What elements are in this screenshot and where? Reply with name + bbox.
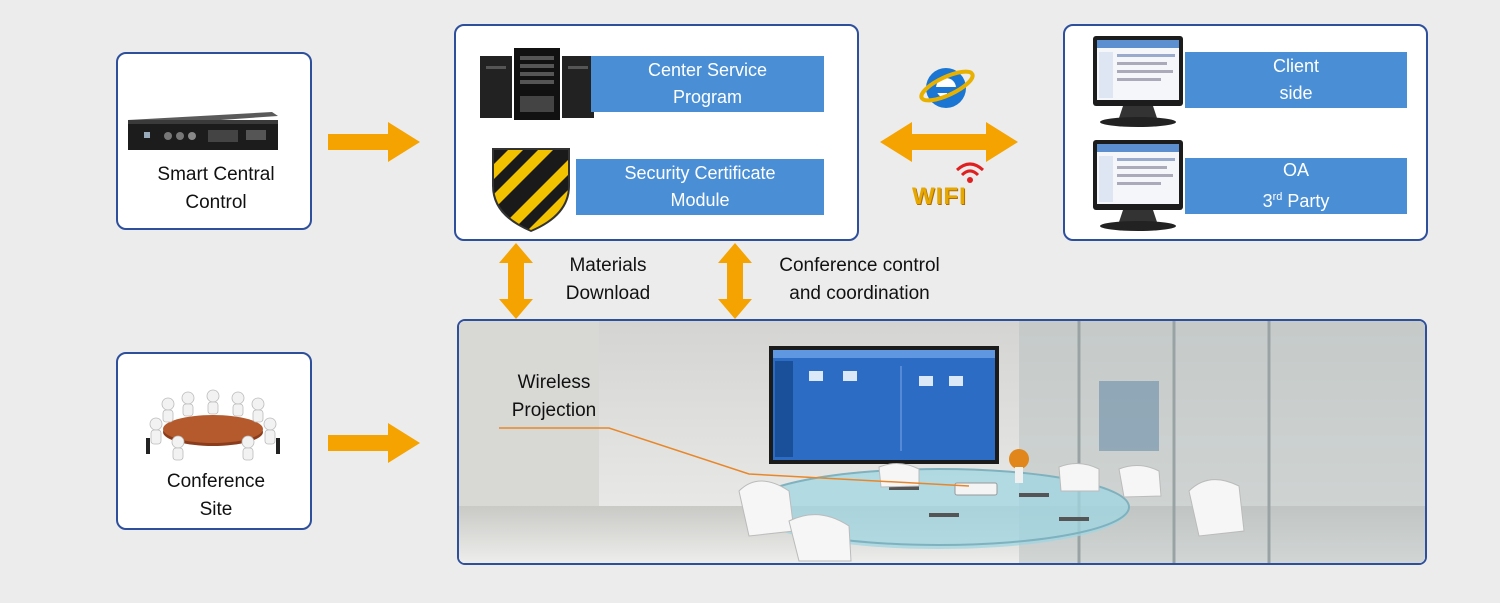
- oa-third-party-label: OA 3rd Party: [1185, 158, 1407, 214]
- wifi-signal-icon: [955, 162, 985, 183]
- smart-central-control-box: Smart Central Control: [116, 52, 312, 230]
- materials-download-text: Materials Download: [565, 255, 651, 304]
- arrow-right-control: [328, 122, 420, 162]
- conference-control-text: Conference control and coordination: [779, 255, 940, 304]
- conference-site-box: Conference Site: [116, 352, 312, 530]
- wireless-projection-text: Wireless Projection: [511, 372, 597, 421]
- projection-pointer-line: [499, 427, 970, 487]
- client-side-label: Client side: [1185, 52, 1407, 108]
- oa-monitor-icon: [1093, 140, 1183, 231]
- arrow-vertical-conference: [718, 243, 752, 319]
- server-icon: [480, 48, 594, 120]
- conference-site-label: Conference Site: [166, 471, 266, 520]
- client-monitor-icon: [1093, 36, 1183, 127]
- center-service-label: Center Service Program: [591, 56, 824, 112]
- security-certificate-label: Security Certificate Module: [576, 159, 824, 215]
- client-box: Client side OA 3rd Party: [1063, 24, 1428, 241]
- control-device-icon: [128, 112, 278, 150]
- conference-people-icon: [146, 389, 280, 461]
- arrow-bidirectional-horizontal: [880, 122, 1018, 162]
- meeting-room-photo: Wireless Projection: [457, 319, 1427, 565]
- center-server-box: Center Service Program Security Certific…: [454, 24, 859, 241]
- internet-explorer-icon: [919, 68, 975, 108]
- security-shield-icon: [492, 148, 570, 232]
- wifi-text: WIFI: [912, 183, 967, 210]
- arrow-right-conference: [328, 423, 420, 463]
- arrow-vertical-materials: [499, 243, 533, 319]
- smart-central-label: Smart Central Control: [157, 164, 275, 213]
- meeting-room-illustration: [459, 321, 1425, 563]
